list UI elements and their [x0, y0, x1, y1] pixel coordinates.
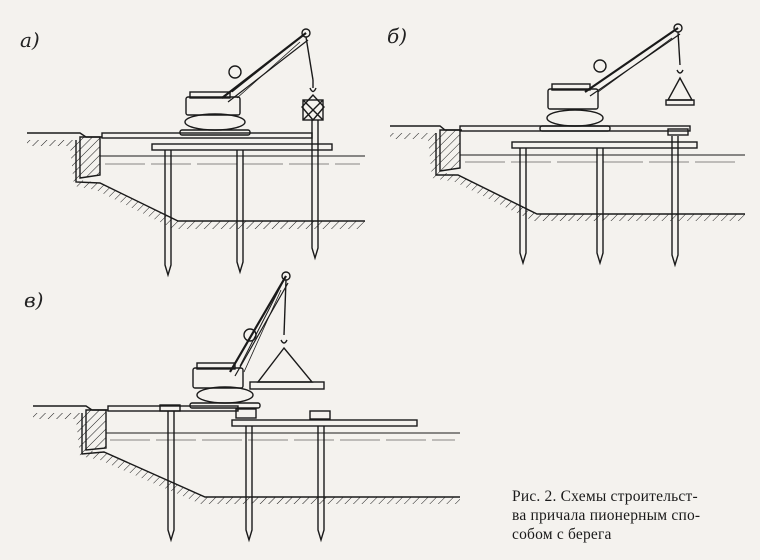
caption-line-1: Рис. 2. Схемы строительст-	[512, 488, 698, 505]
caption-line-3: собом с берега	[512, 526, 612, 543]
panel-v-cap-beam	[231, 419, 418, 427]
caption-line-2: ва причала пионерным спо-	[512, 507, 701, 524]
panel-v-diagram	[33, 271, 460, 543]
figure-caption: Рис. 2. Схемы строительст- ва причала пи…	[512, 487, 752, 544]
panel-b-piles	[519, 136, 679, 268]
panel-b-quay-wall	[439, 129, 461, 172]
panel-a-quay-wall	[79, 136, 101, 179]
panel-label-b: б)	[387, 24, 408, 48]
panel-v-piles	[167, 411, 325, 543]
panel-v-crane	[189, 271, 325, 409]
panel-v-seabed	[81, 413, 460, 498]
panel-label-a: а)	[20, 28, 40, 52]
panel-a-cap-beam	[151, 143, 333, 151]
panel-a-seabed	[75, 140, 365, 222]
panel-b-cap-beam	[511, 141, 698, 149]
panel-label-v: в)	[24, 288, 44, 312]
panel-b-deck	[459, 125, 691, 132]
panel-b-seabed	[435, 133, 745, 215]
panel-b-diagram	[390, 23, 745, 268]
panel-b-crane	[539, 23, 695, 132]
panel-a-piles	[164, 120, 319, 278]
panel-v-quay-wall	[85, 409, 107, 451]
panel-a-ground-hatch	[27, 140, 365, 229]
panel-a-diagram	[27, 28, 365, 278]
panel-a-crane	[179, 28, 325, 136]
